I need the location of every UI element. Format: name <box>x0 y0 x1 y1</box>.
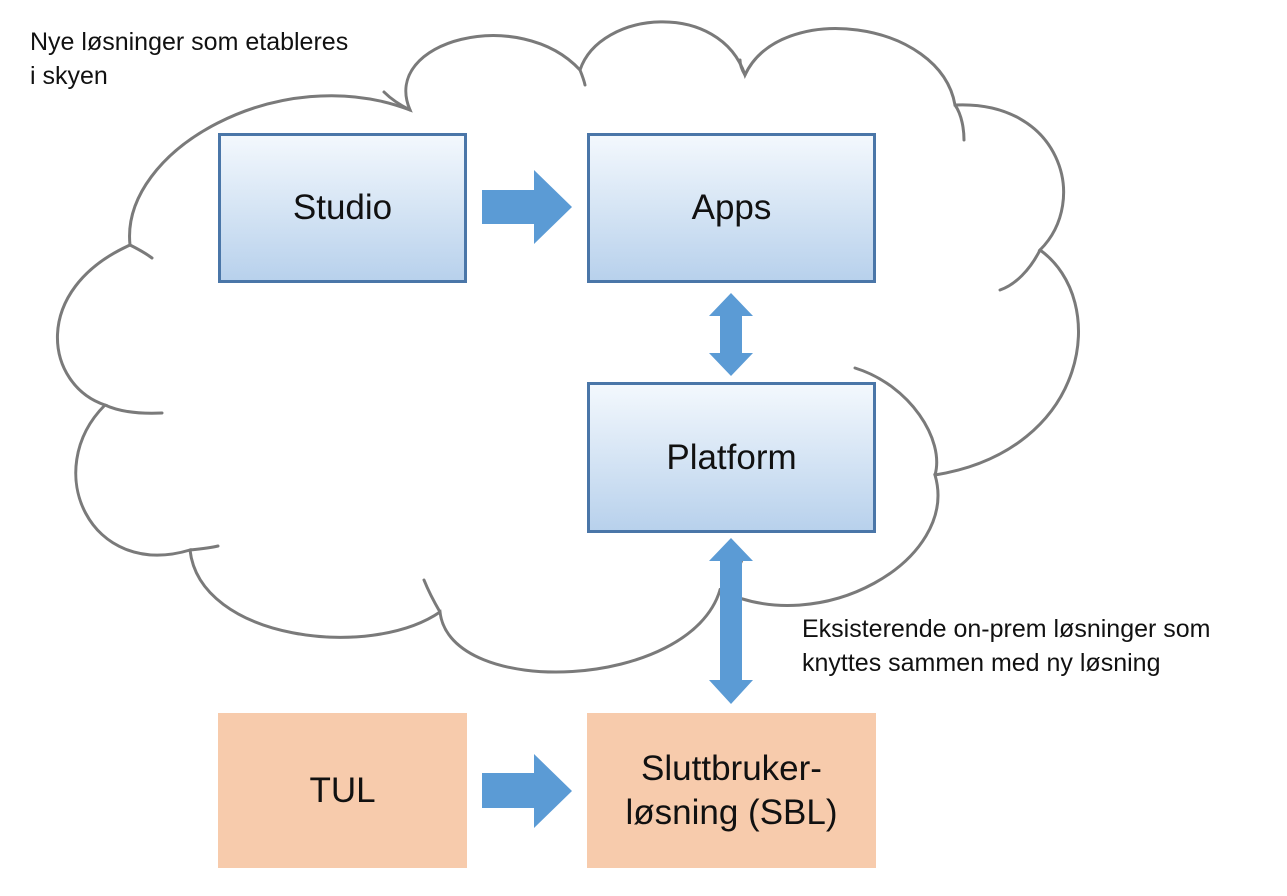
tul-label: TUL <box>309 770 376 810</box>
platform-label: Platform <box>666 437 797 477</box>
cloud-caption: Nye løsninger som etableres i skyen <box>30 28 349 90</box>
apps-label: Apps <box>691 188 772 227</box>
arrow-apps-platform <box>709 293 753 376</box>
apps-box: Apps <box>587 133 876 283</box>
tul-box: TUL <box>218 713 467 868</box>
onprem-caption: Eksisterende on-prem løsninger som knytt… <box>802 615 1211 677</box>
sbl-label: Sluttbruker- løsning (SBL) <box>625 748 838 832</box>
cloud-shape <box>55 20 1080 674</box>
arrow-studio-to-apps <box>482 170 572 244</box>
platform-box: Platform <box>587 382 876 533</box>
arrows <box>482 170 753 828</box>
sbl-box: Sluttbruker- løsning (SBL) <box>587 713 876 868</box>
studio-box: Studio <box>218 133 467 283</box>
arrow-tul-to-sbl <box>482 754 572 828</box>
studio-label: Studio <box>292 188 393 227</box>
arrow-platform-sbl <box>709 538 753 704</box>
